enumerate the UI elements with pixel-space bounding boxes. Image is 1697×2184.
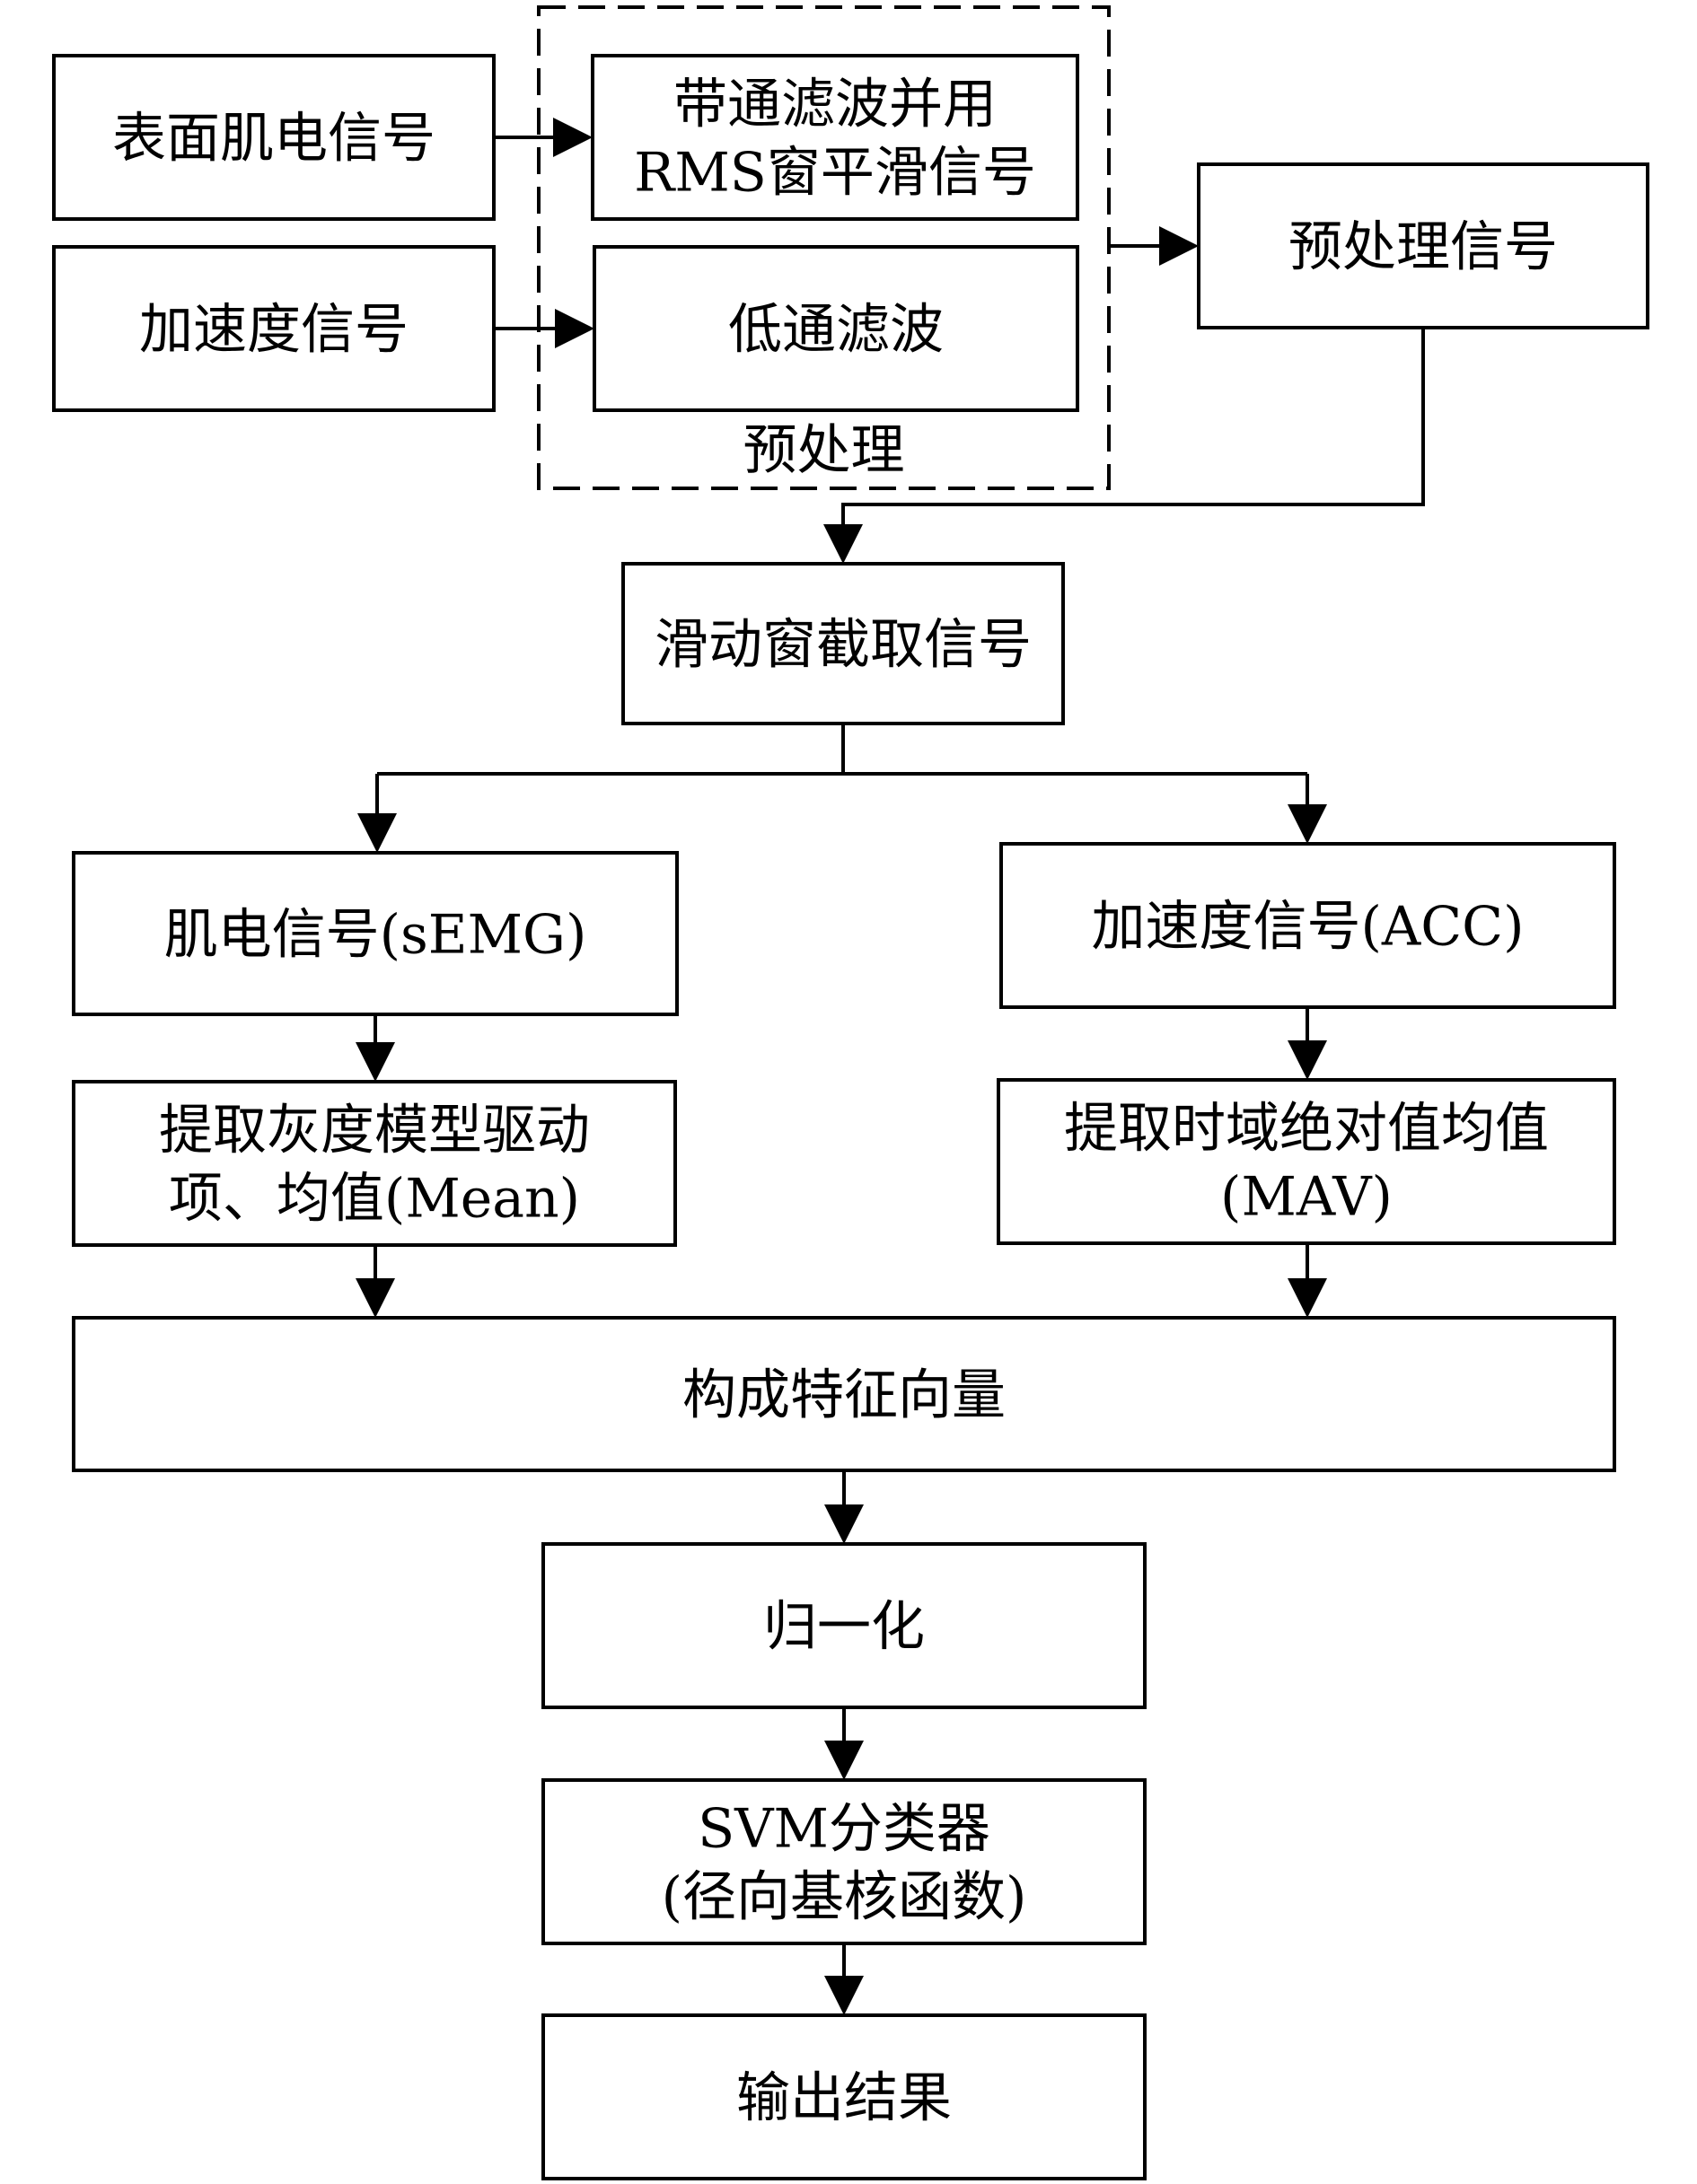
node-label: 加速度信号(ACC)	[1092, 896, 1525, 959]
node-box	[52, 54, 496, 221]
node-label: 输出结果	[736, 2067, 952, 2130]
node-semg-branch: 肌电信号(sEMG)	[72, 851, 679, 1016]
node-normalize: 归一化	[541, 1542, 1147, 1709]
node-box	[1197, 162, 1649, 329]
preprocess-group-label: 预处理	[743, 419, 905, 482]
node-label: RMS窗平滑信号	[634, 142, 1036, 205]
arrow-feature-vec-to-normalize	[824, 1470, 864, 1544]
node-output: 输出结果	[541, 2013, 1147, 2180]
node-box	[997, 1078, 1616, 1245]
node-lowpass: 低通滤波	[593, 245, 1079, 412]
node-box	[52, 245, 496, 412]
node-box	[541, 2013, 1147, 2180]
node-box	[72, 1080, 677, 1247]
node-label: 归一化	[763, 1596, 925, 1659]
arrow-acc-branch-to-acc-feature	[1288, 1007, 1327, 1080]
arrow-semg-branch-to-semg-feature	[356, 1014, 395, 1082]
node-feature-vec: 构成特征向量	[72, 1316, 1616, 1472]
edge-sliding-split	[377, 724, 1307, 776]
arrow-sliding-to-semg-branch	[357, 774, 397, 853]
node-label: 低通滤波	[728, 299, 944, 362]
arrow-sliding-to-acc-branch	[1288, 774, 1327, 844]
node-box	[541, 1542, 1147, 1709]
node-box	[591, 54, 1079, 221]
node-label: 带通滤波并用	[673, 74, 997, 136]
node-label: 肌电信号(sEMG)	[164, 904, 587, 967]
arrow-acc-input-to-lowpass	[494, 309, 594, 348]
node-label: 表面肌电信号	[112, 108, 435, 171]
arrow-semg-input-to-bandpass	[494, 118, 593, 157]
node-label: 滑动窗截取信号	[655, 614, 1032, 677]
node-label: 项、均值(Mean)	[169, 1168, 580, 1231]
node-label: 构成特征向量	[682, 1364, 1006, 1427]
node-label: 提取时域绝对值均值	[1064, 1098, 1549, 1161]
node-label: 预处理信号	[1288, 216, 1558, 279]
node-box	[593, 245, 1079, 412]
node-box	[72, 851, 679, 1016]
node-box	[999, 842, 1616, 1009]
node-label: SVM分类器	[698, 1798, 990, 1861]
arrow-svm-to-output	[824, 1943, 864, 2015]
arrow-preprocess-to-preprocessed	[1109, 226, 1199, 266]
node-acc-feature: 提取时域绝对值均值(MAV)	[997, 1078, 1616, 1245]
arrow-acc-feature-to-feature-vec	[1288, 1243, 1327, 1318]
arrow-semg-feature-to-feature-vec	[356, 1245, 395, 1318]
node-box	[541, 1778, 1147, 1945]
arrow-preprocessed-to-sliding	[823, 328, 1425, 564]
node-box	[72, 1316, 1616, 1472]
node-label: (径向基核函数)	[662, 1866, 1027, 1929]
node-label: 加速度信号	[139, 299, 409, 362]
arrow-normalize-to-svm	[824, 1707, 864, 1780]
node-semg-input: 表面肌电信号	[52, 54, 496, 221]
node-box	[621, 562, 1065, 725]
node-preprocessed: 预处理信号	[1197, 162, 1649, 329]
node-label: 提取灰度模型驱动	[159, 1100, 590, 1162]
node-sliding: 滑动窗截取信号	[621, 562, 1065, 725]
node-acc-branch: 加速度信号(ACC)	[999, 842, 1616, 1009]
node-label: (MAV)	[1220, 1166, 1393, 1229]
node-acc-input: 加速度信号	[52, 245, 496, 412]
node-svm: SVM分类器(径向基核函数)	[541, 1778, 1147, 1945]
